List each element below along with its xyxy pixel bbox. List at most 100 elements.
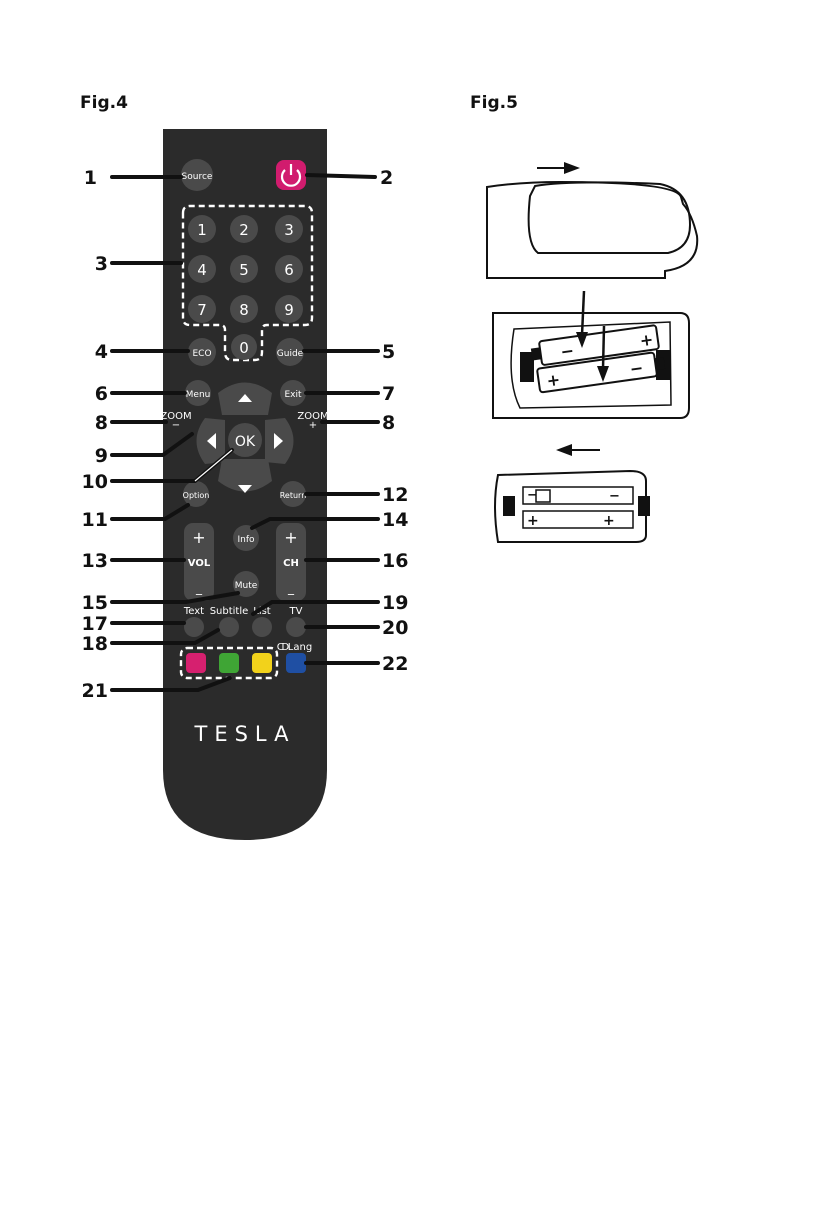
tray-top-minus-left: − [527, 488, 538, 503]
exit-button[interactable]: Exit [280, 380, 306, 406]
tesla-logo: TESLA [194, 722, 296, 746]
return-label: Return [280, 491, 307, 500]
guide-label: Guide [277, 349, 304, 359]
digit-2-button[interactable]: 2 [230, 215, 258, 243]
battery-b-minus: − [629, 358, 645, 379]
fig5-title: Fig.5 [470, 93, 518, 113]
callout-21: 21 [82, 680, 108, 702]
guide-button[interactable]: Guide [276, 338, 304, 366]
callout-8-left: 8 [95, 412, 108, 434]
text-button[interactable] [184, 617, 204, 637]
callout-9: 9 [95, 445, 108, 467]
digit-4-button[interactable]: 4 [188, 255, 216, 283]
callout-4: 4 [95, 341, 108, 363]
battery-a-plus: + [638, 330, 654, 351]
subtitle-label: Subtitle [210, 606, 249, 617]
menu-button[interactable]: Menu [185, 380, 211, 406]
fig4-title: Fig.4 [80, 93, 128, 113]
callout-14: 14 [382, 509, 408, 531]
remote-control: Source 1 2 3 4 5 6 7 8 9 0 ECO Guide Men… [160, 129, 328, 840]
tray-bottom-plus-left: + [527, 513, 539, 529]
digit-7-button[interactable]: 7 [188, 295, 216, 323]
callout-22: 22 [382, 653, 408, 675]
exit-label: Exit [284, 390, 302, 400]
battery-installation-diagram: − + + − − − [487, 162, 697, 542]
callout-15: 15 [82, 592, 108, 614]
source-button[interactable]: Source [181, 159, 213, 191]
digit-4-label: 4 [197, 261, 207, 279]
ch-plus-label: + [284, 528, 297, 547]
callout-11: 11 [82, 509, 108, 531]
arrow-left-icon [556, 444, 572, 456]
lang-label: Lang [288, 642, 312, 653]
text-label: Text [183, 606, 204, 617]
callout-10: 10 [82, 471, 108, 493]
menu-label: Menu [186, 390, 211, 400]
callout-8-right: 8 [382, 412, 395, 434]
subtitle-button[interactable] [219, 617, 239, 637]
vol-plus-label: + [192, 528, 205, 547]
power-button[interactable] [276, 160, 306, 190]
zoom-minus-sign: − [172, 420, 180, 431]
list-button[interactable] [252, 617, 272, 637]
channel-rocker[interactable]: + CH _ [276, 523, 306, 601]
callout-17: 17 [82, 613, 108, 635]
mute-label: Mute [235, 581, 258, 591]
eco-label: ECO [192, 349, 211, 359]
digit-0-button[interactable]: 0 [231, 334, 257, 360]
digit-1-label: 1 [197, 221, 207, 239]
digit-2-label: 2 [239, 221, 249, 239]
callout-19: 19 [382, 592, 408, 614]
ch-minus-label: _ [287, 581, 295, 595]
ch-label: CH [283, 558, 299, 569]
cover-close-step: − − + + [495, 444, 650, 542]
battery-insert-step: − + + − [493, 291, 689, 418]
digit-8-label: 8 [239, 301, 249, 319]
digit-1-button[interactable]: 1 [188, 215, 216, 243]
source-label: Source [182, 172, 213, 182]
digit-9-label: 9 [284, 301, 294, 319]
tv-label: TV [289, 606, 303, 617]
digit-0-label: 0 [239, 339, 249, 357]
tray-bottom-plus-right: + [603, 513, 615, 529]
callout-20: 20 [382, 617, 408, 639]
callout-16: 16 [382, 550, 408, 572]
volume-rocker[interactable]: + VOL _ [184, 523, 214, 601]
info-button[interactable]: Info [233, 525, 259, 551]
remote-back-cover [487, 182, 697, 278]
callout-6: 6 [95, 383, 108, 405]
callout-2: 2 [380, 167, 393, 189]
dpad-right-button[interactable] [265, 418, 294, 464]
yellow-key[interactable] [252, 653, 272, 673]
tv-button[interactable] [286, 617, 306, 637]
callout-18: 18 [82, 633, 108, 655]
digit-8-button[interactable]: 8 [230, 295, 258, 323]
battery-b-plus: + [545, 370, 561, 391]
blue-key[interactable] [286, 653, 306, 673]
digit-5-button[interactable]: 5 [230, 255, 258, 283]
callout-13: 13 [82, 550, 108, 572]
battery-a-minus: − [559, 341, 575, 362]
red-key[interactable] [186, 653, 206, 673]
ok-button[interactable]: OK [228, 423, 262, 457]
vol-label: VOL [188, 558, 211, 569]
eco-button[interactable]: ECO [188, 338, 216, 366]
digit-3-label: 3 [284, 221, 294, 239]
digit-3-button[interactable]: 3 [275, 215, 303, 243]
arrow-right-icon [564, 162, 580, 174]
info-label: Info [237, 535, 255, 545]
digit-9-button[interactable]: 9 [275, 295, 303, 323]
callout-1: 1 [84, 167, 97, 189]
battery-tray-outline [495, 471, 646, 542]
vol-minus-label: _ [195, 581, 203, 595]
cover-slide-step [487, 162, 697, 278]
callout-3: 3 [95, 253, 108, 275]
callout-12: 12 [382, 484, 408, 506]
callout-7: 7 [382, 383, 395, 405]
ok-label: OK [235, 434, 256, 450]
digit-5-label: 5 [239, 261, 249, 279]
digit-6-button[interactable]: 6 [275, 255, 303, 283]
digit-6-label: 6 [284, 261, 294, 279]
green-key[interactable] [219, 653, 239, 673]
